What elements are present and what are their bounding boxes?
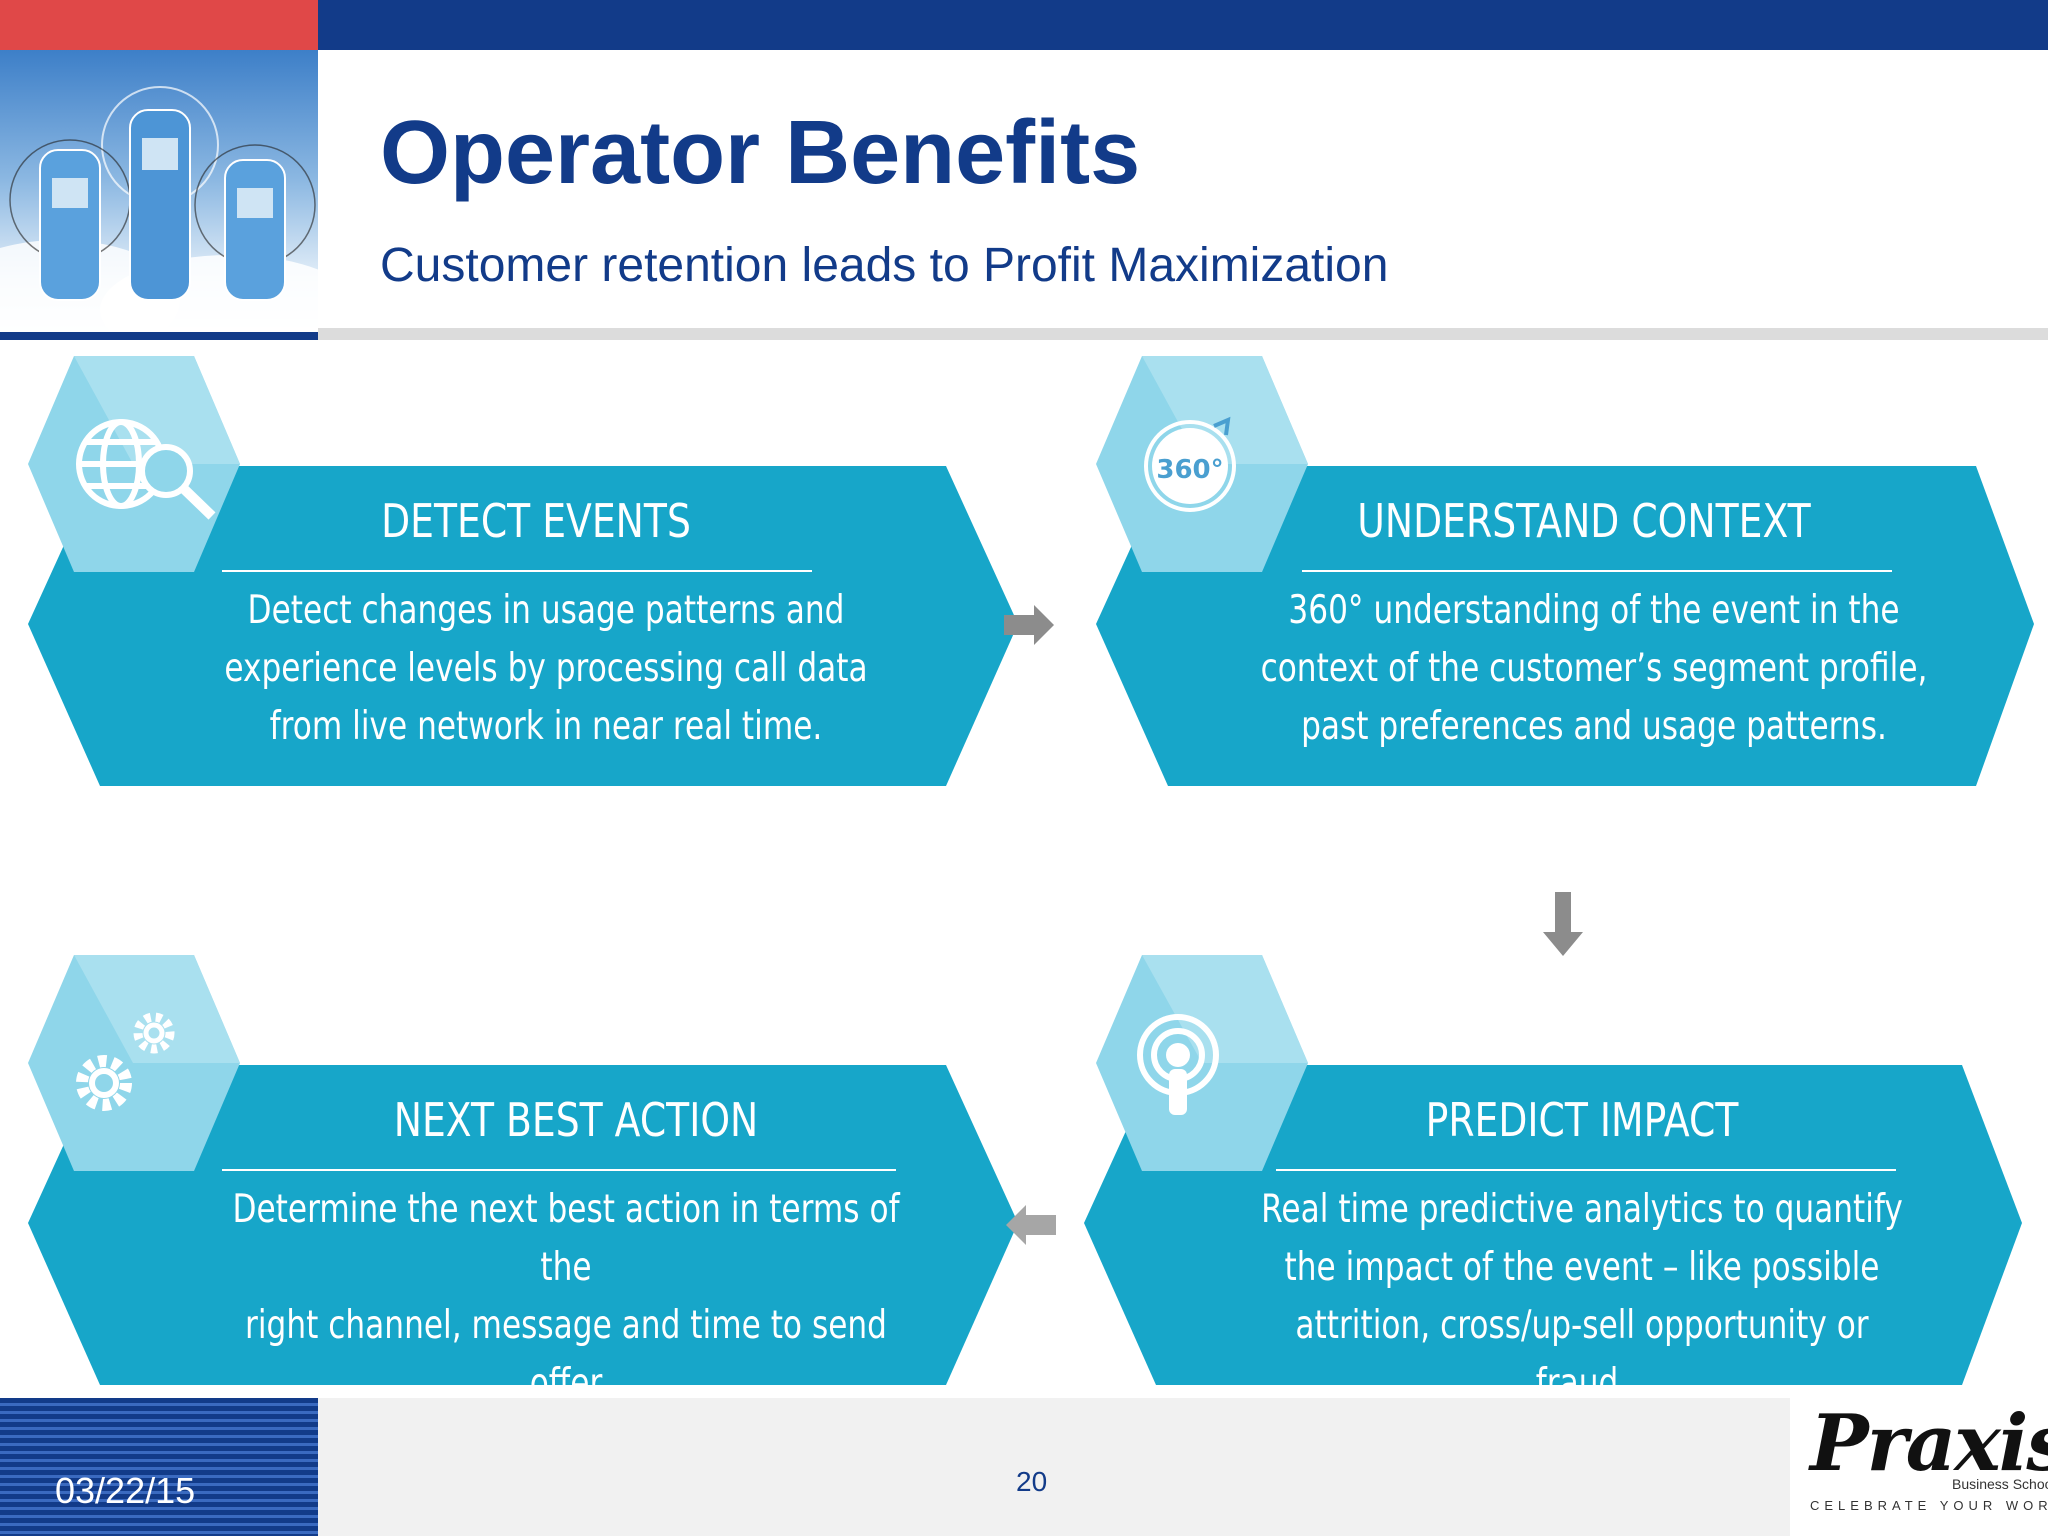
page-subtitle: Customer retention leads to Profit Maxim… [380,239,1389,292]
slide-date: 03/22/15 [55,1470,196,1511]
step-description: Detect changes in usage patterns and exp… [224,588,868,749]
gears-icon [76,1012,175,1111]
step-shape [28,955,1018,1385]
step-description: Real time predictive analytics to quanti… [1261,1187,1903,1406]
360-icon-label: 360° [1156,455,1223,485]
footer-band [318,1398,1790,1536]
arrow-left-icon [1006,1205,1056,1245]
step-title: NEXT BEST ACTION [393,1093,759,1147]
step-shape [1096,356,2034,786]
step-title: DETECT EVENTS [381,494,691,548]
step-understand-context: 360° UNDERSTAND CONTEXT 360° understandi… [1094,356,2048,796]
arrow-right-icon [1004,605,1054,645]
step-title: UNDERSTAND CONTEXT [1357,494,1811,548]
logo-tagline: CELEBRATE YOUR WORTH [1810,1498,2048,1513]
step-description: 360° understanding of the event in the c… [1260,588,1928,749]
step-next-best-action: NEXT BEST ACTION Determine the next best… [26,955,1026,1464]
step-rule [1276,1169,1896,1171]
praxis-logo: Praxis Business School CELEBRATE YOUR WO… [1792,1398,2048,1536]
globe-search-icon [76,419,216,520]
step-shape [28,356,1018,786]
step-detect-events: DETECT EVENTS Detect changes in usage pa… [26,356,1026,796]
step-rule [222,570,812,572]
step-rule [1302,570,1892,572]
phones-in-clouds-image [0,50,318,340]
header-image-base [0,332,318,340]
top-accent-bar [0,0,318,50]
page-title: Operator Benefits [380,103,1141,203]
360-view-icon: 360° [1144,416,1236,512]
step-title: PREDICT IMPACT [1425,1093,1739,1147]
top-brand-bar [318,0,2048,50]
step-predict-impact: PREDICT IMPACT Real time predictive anal… [1082,955,2048,1406]
logo-subtitle: Business School [1952,1476,2048,1492]
logo-wordmark: Praxis [1810,1398,2048,1489]
page-number: 20 [1016,1466,1048,1497]
footer-stripes [0,1398,318,1536]
step-rule [222,1169,896,1171]
arrow-down-icon [1543,892,1583,956]
broadcast-person-icon [1137,1014,1219,1115]
header-divider [318,328,2048,340]
